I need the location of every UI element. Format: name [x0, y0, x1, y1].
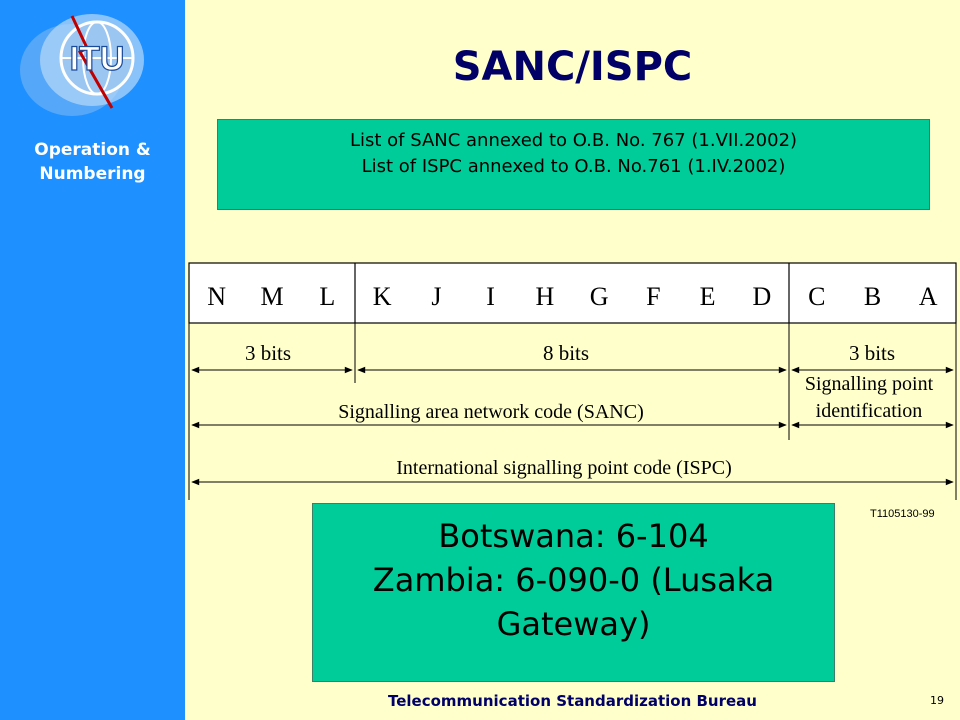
example-botswana: Botswana: 6-104	[438, 517, 709, 555]
bit-field-box	[188, 262, 957, 324]
itu-logo: ITU	[20, 14, 144, 116]
width-label-3bits-left: 3 bits	[245, 341, 291, 365]
bit-letter: I	[486, 282, 495, 311]
width-label-3bits-right: 3 bits	[849, 341, 895, 365]
figure-id: T1105130-99	[870, 508, 935, 520]
bit-letter: A	[919, 282, 938, 311]
page-number: 19	[930, 694, 944, 707]
page-title: SANC/ISPC	[452, 44, 693, 90]
info-line-ispc: List of ISPC annexed to O.B. No.761 (1.I…	[361, 156, 786, 177]
bit-letter: J	[431, 282, 441, 311]
info-box: List of SANC annexed to O.B. No. 767 (1.…	[217, 119, 930, 210]
bit-letter: N	[207, 282, 226, 311]
bit-letter: G	[590, 282, 609, 311]
svg-text:ITU: ITU	[70, 40, 125, 78]
bit-letter: E	[700, 282, 716, 311]
bit-letter: L	[319, 282, 335, 311]
sidebar: ITU Operation & Numbering	[0, 0, 185, 720]
bit-letter: M	[260, 282, 283, 311]
example-zambia: Zambia: 6-090-0 (Lusaka Gateway)	[372, 561, 775, 643]
bit-letter: B	[864, 282, 881, 311]
example-box: Botswana: 6-104 Zambia: 6-090-0 (Lusaka …	[312, 503, 835, 682]
footer-text: Telecommunication Standardization Bureau	[388, 692, 757, 710]
sanc-label: Signalling area network code (SANC)	[338, 401, 643, 423]
sidebar-caption: Operation & Numbering	[34, 140, 151, 184]
spid-label-line1: Signalling point	[805, 373, 934, 395]
spid-label-line2: identification	[816, 400, 923, 422]
bit-letter: K	[373, 282, 392, 311]
bit-letter: F	[646, 282, 660, 311]
info-line-sanc: List of SANC annexed to O.B. No. 767 (1.…	[349, 130, 798, 151]
width-label-8bits: 8 bits	[543, 341, 589, 365]
ispc-format-diagram: N M L K J I H G F E D C B A 3 bits 8 bits 3 bits Sign…	[186, 260, 960, 505]
ispc-label: International signalling point code (ISP…	[396, 457, 732, 479]
bit-letter: D	[753, 282, 772, 311]
bit-letter: H	[536, 282, 555, 311]
bit-letter: C	[808, 282, 825, 311]
